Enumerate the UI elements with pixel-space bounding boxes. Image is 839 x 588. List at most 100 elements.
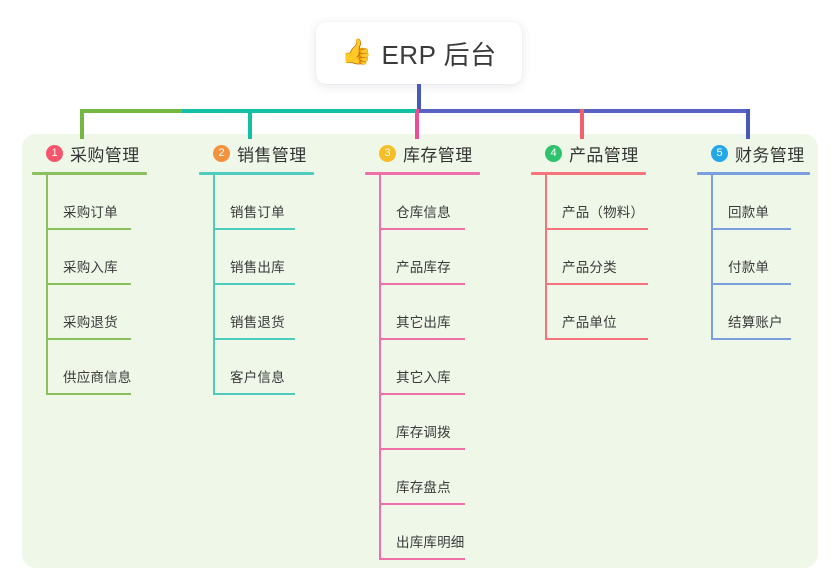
branch-item-label: 销售订单 [230,205,285,220]
branch-item[interactable]: 仓库信息 [365,175,480,230]
branch-item-underline [379,503,465,505]
branch-item-label: 库存盘点 [396,480,451,495]
branch-item[interactable]: 库存盘点 [365,450,480,505]
branch-underline [697,172,810,175]
branch-header-sales-management[interactable]: 2 销售管理 [199,140,314,166]
branch-item-underline [46,228,131,230]
branch-finance-management: 5 财务管理回款单付款单结算账户 [697,140,810,340]
branch-item-underline [545,283,648,285]
branch-item-label: 出库库明细 [396,535,465,550]
branch-spine [379,175,381,560]
branch-item-label: 产品库存 [396,260,451,275]
branch-item[interactable]: 出库库明细 [365,505,480,560]
branch-item[interactable]: 采购退货 [32,285,147,340]
branch-item-underline [213,393,295,395]
branch-item[interactable]: 产品分类 [531,230,648,285]
branch-item-underline [379,393,465,395]
bus-teal [182,109,418,113]
branch-item-underline [46,338,131,340]
branch-item-label: 付款单 [728,260,770,275]
branch-item[interactable]: 产品单位 [531,285,648,340]
branch-items-product-management: 产品（物料）产品分类产品单位 [531,175,648,340]
bus-green [80,109,182,113]
branch-item-underline [379,448,465,450]
branch-item[interactable]: 销售订单 [199,175,314,230]
branch-items-finance-management: 回款单付款单结算账户 [697,175,810,340]
branch-item-label: 供应商信息 [63,370,132,385]
branch-spine [46,175,48,395]
branch-item[interactable]: 供应商信息 [32,340,147,395]
branch-title: 库存管理 [403,145,473,165]
drop-inventory [415,109,419,139]
branch-item-underline [213,338,295,340]
branch-index-badge: 1 [46,144,63,162]
branch-item-label: 采购退货 [63,315,118,330]
branch-item-underline [213,283,295,285]
branch-header-finance-management[interactable]: 5 财务管理 [697,140,810,166]
branch-item-underline [379,558,465,560]
branch-item[interactable]: 产品（物料） [531,175,648,230]
branch-item-label: 客户信息 [230,370,285,385]
drop-finance [746,109,750,139]
branch-spine [213,175,215,395]
branch-index-badge: 3 [379,144,396,162]
branch-item[interactable]: 销售出库 [199,230,314,285]
drop-purchase [80,109,84,139]
branch-spine [545,175,547,340]
branch-item[interactable]: 客户信息 [199,340,314,395]
branch-item[interactable]: 库存调拨 [365,395,480,450]
branch-item-underline [379,338,465,340]
branch-item-label: 仓库信息 [396,205,451,220]
branch-item-underline [545,228,648,230]
branch-item[interactable]: 其它出库 [365,285,480,340]
branch-underline [531,172,646,175]
branch-item-underline [711,283,791,285]
branch-index-badge: 2 [213,144,230,162]
branch-item[interactable]: 其它入库 [365,340,480,395]
branch-item[interactable]: 结算账户 [697,285,810,340]
branch-item-underline [46,283,131,285]
drop-sales [248,109,252,139]
branch-item[interactable]: 采购订单 [32,175,147,230]
drop-product [580,109,584,139]
branch-items-inventory-management: 仓库信息产品库存其它出库其它入库库存调拨库存盘点出库库明细 [365,175,480,560]
branch-item[interactable]: 采购入库 [32,230,147,285]
branch-title: 财务管理 [735,145,805,165]
branch-item-label: 销售退货 [230,315,285,330]
branch-item[interactable]: 产品库存 [365,230,480,285]
thumbs-up-icon: 👍 [341,37,373,66]
branch-item[interactable]: 付款单 [697,230,810,285]
branch-item-label: 销售出库 [230,260,285,275]
branch-item[interactable]: 销售退货 [199,285,314,340]
branch-item-label: 其它入库 [396,370,451,385]
branch-item-label: 结算账户 [728,315,783,330]
branch-header-inventory-management[interactable]: 3 库存管理 [365,140,480,166]
branch-item-label: 采购订单 [63,205,118,220]
branch-item[interactable]: 回款单 [697,175,810,230]
branch-sales-management: 2 销售管理销售订单销售出库销售退货客户信息 [199,140,314,395]
root-node-card[interactable]: 👍 ERP 后台 [316,22,522,84]
branch-underline [199,172,314,175]
branch-item-underline [46,393,131,395]
branch-index-badge: 5 [711,144,728,162]
branch-item-label: 采购入库 [63,260,118,275]
branch-item-underline [379,283,465,285]
branch-item-underline [545,338,648,340]
branch-item-underline [711,228,791,230]
branch-item-underline [379,228,465,230]
branches-panel [22,134,818,568]
branch-inventory-management: 3 库存管理仓库信息产品库存其它出库其它入库库存调拨库存盘点出库库明细 [365,140,480,560]
branch-title: 产品管理 [569,145,639,165]
root-node-label: ERP 后台 [381,39,497,70]
branch-spine [711,175,713,340]
branch-items-purchase-management: 采购订单采购入库采购退货供应商信息 [32,175,147,395]
branch-title: 销售管理 [237,145,307,165]
branch-underline [32,172,147,175]
branch-underline [365,172,480,175]
branch-item-label: 其它出库 [396,315,451,330]
branch-item-underline [711,338,791,340]
